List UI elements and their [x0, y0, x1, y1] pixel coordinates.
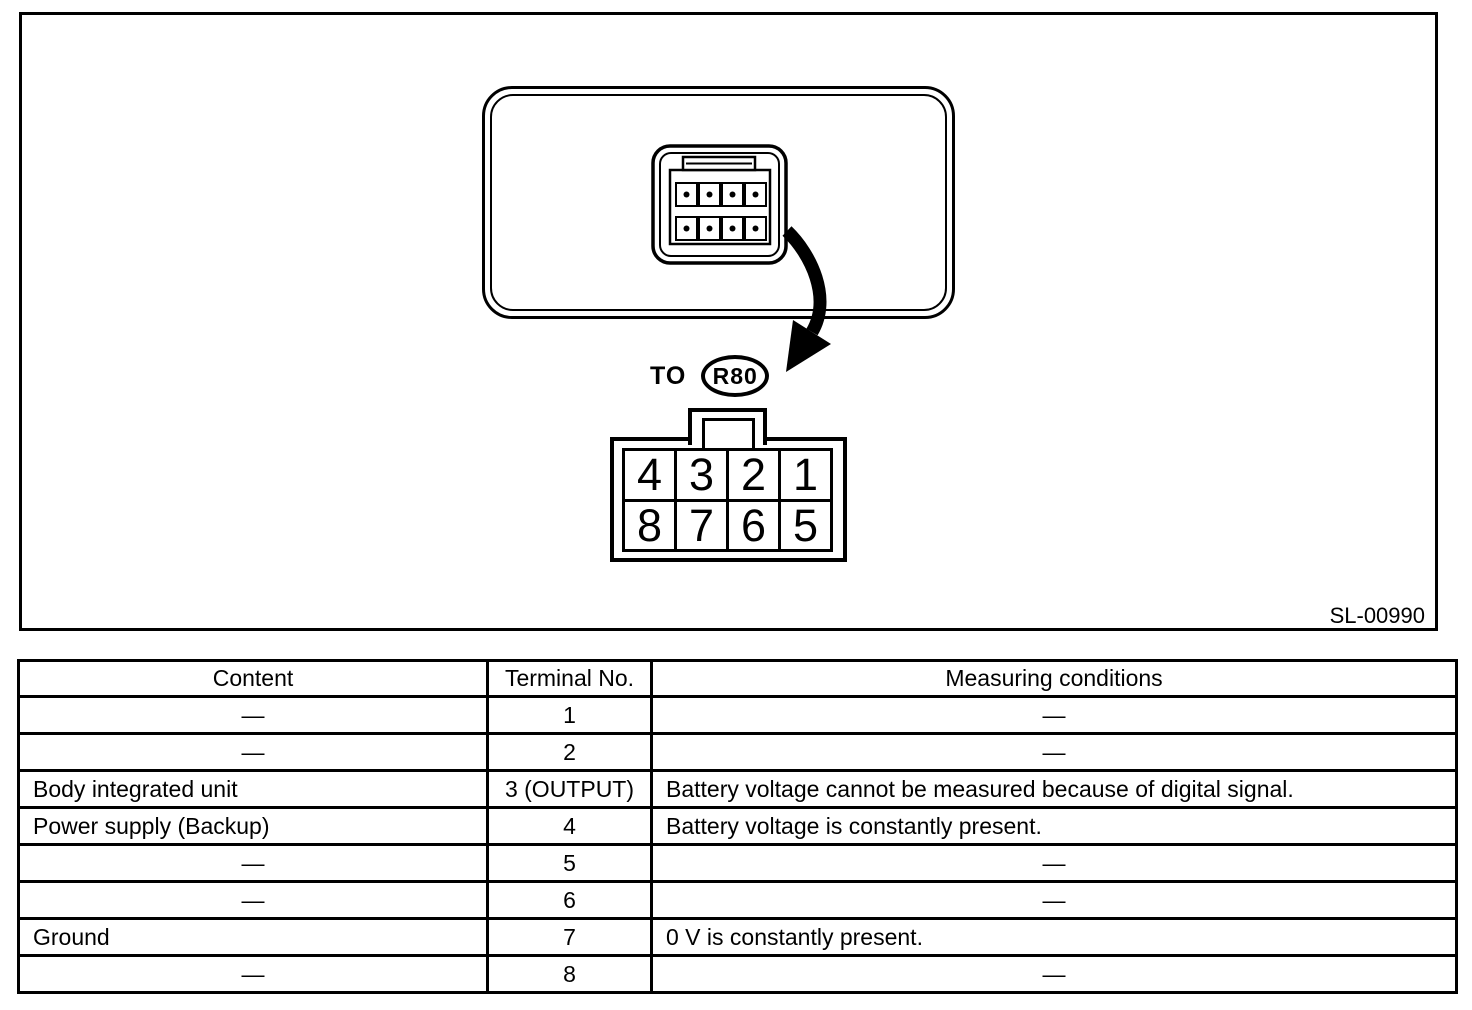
pin-cell-2: 2	[729, 451, 778, 499]
table-row: — 1 —	[17, 695, 1458, 735]
terminal-cell: 4	[486, 806, 653, 846]
content-cell: —	[17, 880, 489, 920]
curved-arrow-icon	[782, 226, 831, 372]
terminal-cell: 5	[486, 843, 653, 883]
terminal-cell: 1	[486, 695, 653, 735]
terminal-cell: 3 (OUTPUT)	[486, 769, 653, 809]
table-row: — 6 —	[17, 880, 1458, 920]
header-content: Content	[17, 659, 489, 698]
conditions-cell: —	[650, 732, 1458, 772]
content-cell: —	[17, 954, 489, 994]
table-row: — 2 —	[17, 732, 1458, 772]
table-row: Power supply (Backup) 4 Battery voltage …	[17, 806, 1458, 846]
header-measuring-conditions: Measuring conditions	[650, 659, 1458, 698]
table-header-row: Content Terminal No. Measuring condition…	[17, 659, 1458, 698]
to-label: TO	[650, 361, 687, 390]
conditions-cell: —	[650, 843, 1458, 883]
connector-ref-badge: R80	[701, 355, 770, 397]
terminal-table: Content Terminal No. Measuring condition…	[17, 659, 1458, 994]
content-cell: —	[17, 695, 489, 735]
connector-ref-row: TO R80	[650, 355, 770, 397]
content-cell: Power supply (Backup)	[17, 806, 489, 846]
pin-cell-5: 5	[781, 501, 830, 549]
pin-cell-3: 3	[677, 451, 726, 499]
table-row: Ground 7 0 V is constantly present.	[17, 917, 1458, 957]
conditions-cell: —	[650, 880, 1458, 920]
pinout-grid: 4 3 2 1 8 7 6 5	[622, 448, 833, 552]
header-terminal-no: Terminal No.	[486, 659, 653, 698]
table-row: — 5 —	[17, 843, 1458, 883]
pin-cell-4: 4	[625, 451, 674, 499]
figure-code: SL-00990	[1329, 603, 1425, 628]
table-row: — 8 —	[17, 954, 1458, 994]
pin-cell-6: 6	[729, 501, 778, 549]
conditions-cell: Battery voltage is constantly present.	[650, 806, 1458, 846]
conditions-cell: 0 V is constantly present.	[650, 917, 1458, 957]
conditions-cell: —	[650, 695, 1458, 735]
pinout-key-tab-inner	[702, 418, 755, 451]
content-cell: Ground	[17, 917, 489, 957]
figure-box: TO R80 4 3 2 1 8 7 6 5 SL-00990	[19, 12, 1438, 631]
terminal-cell: 6	[486, 880, 653, 920]
pin-cell-8: 8	[625, 501, 674, 549]
terminal-cell: 2	[486, 732, 653, 772]
content-cell: —	[17, 843, 489, 883]
unit-connector-icon	[651, 144, 788, 265]
pin-cell-7: 7	[677, 501, 726, 549]
table-row: Body integrated unit 3 (OUTPUT) Battery …	[17, 769, 1458, 809]
content-cell: —	[17, 732, 489, 772]
conditions-cell: —	[650, 954, 1458, 994]
unit-outline-inner	[490, 94, 947, 311]
content-cell: Body integrated unit	[17, 769, 489, 809]
terminal-cell: 8	[486, 954, 653, 994]
terminal-cell: 7	[486, 917, 653, 957]
conditions-cell: Battery voltage cannot be measured becau…	[650, 769, 1458, 809]
pin-cell-1: 1	[781, 451, 830, 499]
unit-outline	[482, 86, 955, 319]
